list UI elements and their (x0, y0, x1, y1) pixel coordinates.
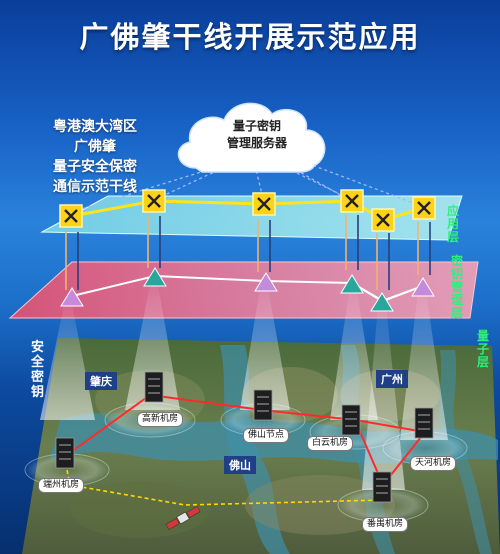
key-node-tianhe (411, 277, 435, 297)
key-node-gaoxin (143, 267, 167, 287)
key-node-foshan (254, 272, 278, 292)
key-node-panyu (370, 292, 394, 312)
node-label-panyu: 番禺机房 (362, 517, 409, 532)
server-rack-icon (341, 404, 361, 436)
server-racks (55, 371, 434, 503)
note-line: 通信示范干线 (53, 179, 137, 195)
server-rack-icon (253, 389, 273, 421)
server-label-line2: 管理服务器 (226, 136, 287, 150)
server-rack-icon (144, 371, 164, 403)
region-label-guangzhou: 广州 (376, 370, 408, 388)
region-label-foshan: 佛山 (224, 456, 256, 474)
map-links (66, 394, 426, 506)
key-node-duanzhou (60, 287, 84, 307)
key-nodes (60, 267, 435, 312)
note-line: 粤港澳大湾区 (53, 119, 137, 135)
note-line: 量子安全保密 (53, 159, 137, 175)
node-label-duanzhou: 端州机房 (38, 478, 85, 493)
secure-key-label: 安全密钥 (30, 340, 44, 400)
key-management-layer-plane (8, 261, 479, 319)
server-rack-icon (372, 471, 392, 503)
cloud-icon (177, 102, 326, 173)
switch-icon (252, 192, 276, 216)
node-label-foshan: 佛山节点 (243, 428, 290, 443)
diagram-title: 广佛肇干线开展示范应用 (79, 20, 421, 54)
key-management-server: 量子密钥 管理服务器 (205, 118, 309, 152)
node-label-baiyun: 白云机房 (307, 436, 354, 451)
quantum-layer-label: 量子层 (476, 329, 489, 369)
switch-icon (371, 208, 395, 232)
key-beams (40, 285, 448, 490)
node-label-gaoxin: 高新机房 (137, 412, 184, 427)
region-label-zhaoqing: 肇庆 (85, 372, 117, 390)
node-label-tianhe: 天河机房 (410, 456, 457, 471)
switch-icon (340, 189, 364, 213)
switch-icon (142, 189, 166, 213)
server-rack-icon (55, 437, 75, 469)
switches (59, 189, 436, 232)
key-layer-link (71, 274, 424, 303)
server-label-line1: 量子密钥 (232, 119, 281, 133)
key-arrows (65, 215, 431, 290)
key-node-baiyun (340, 274, 364, 294)
application-layer-label: 应用层 (446, 204, 459, 244)
satellite-icon (165, 506, 201, 530)
note-line: 广佛肇 (74, 139, 116, 155)
switch-icon (59, 204, 83, 228)
key-management-layer-label: 密钥管理层 (450, 254, 463, 320)
trunk-line-note: 粤港澳大湾区 广佛肇 量子安全保密 通信示范干线 (30, 117, 160, 197)
switch-icon (412, 196, 436, 220)
server-rack-icon (414, 407, 434, 439)
